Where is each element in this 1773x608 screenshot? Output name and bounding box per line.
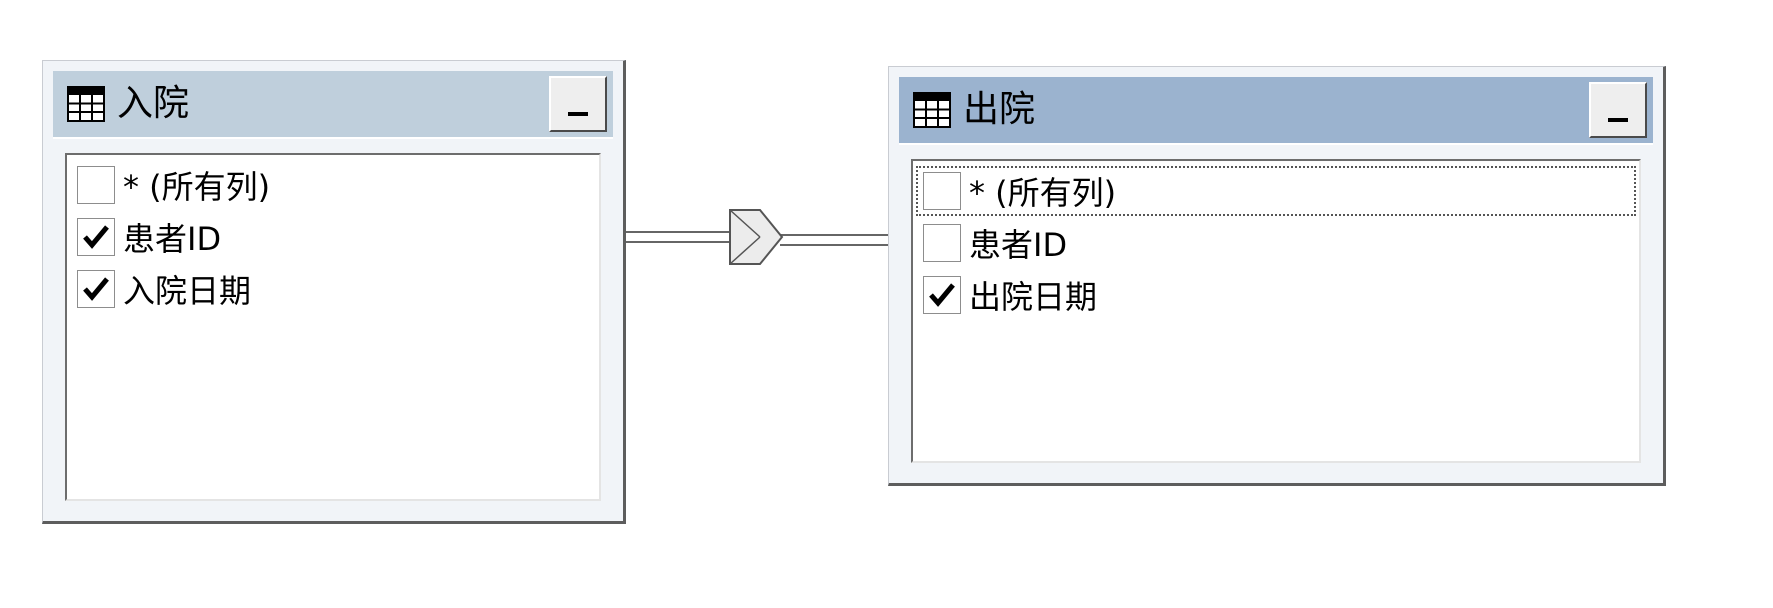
- column-checkbox[interactable]: [77, 166, 115, 204]
- column-list[interactable]: * (所有列) 患者ID 入院日期: [65, 153, 601, 501]
- title-bar[interactable]: 入院: [53, 71, 613, 139]
- checkmark-icon: [83, 277, 109, 301]
- column-label: 患者ID: [969, 226, 1068, 264]
- checkmark-icon: [83, 225, 109, 249]
- column-checkbox[interactable]: [923, 276, 961, 314]
- minimize-icon: [568, 112, 588, 116]
- column-row-admission-date[interactable]: 入院日期: [69, 263, 597, 315]
- table-title: 出院: [963, 89, 1036, 130]
- column-label: * (所有列): [123, 168, 271, 206]
- column-checkbox[interactable]: [923, 224, 961, 262]
- table-title: 入院: [117, 83, 190, 124]
- column-checkbox[interactable]: [923, 172, 961, 210]
- table-window-discharge[interactable]: 出院 * (所有列) 患者ID 出院日期: [888, 66, 1666, 486]
- column-label: 患者ID: [123, 220, 222, 258]
- column-row-discharge-date[interactable]: 出院日期: [915, 269, 1637, 321]
- checkmark-icon: [929, 283, 955, 307]
- minimize-button[interactable]: [1589, 82, 1647, 138]
- title-bar[interactable]: 出院: [899, 77, 1653, 145]
- column-row-all[interactable]: * (所有列): [915, 165, 1637, 217]
- column-label: 出院日期: [969, 278, 1098, 316]
- column-label: 入院日期: [123, 272, 252, 310]
- table-grid-icon: [913, 92, 951, 128]
- join-line-right: [780, 234, 888, 246]
- minimize-button[interactable]: [549, 76, 607, 132]
- join-line-left: [626, 231, 730, 243]
- column-row-patient-id[interactable]: 患者ID: [915, 217, 1637, 269]
- minimize-icon: [1608, 118, 1628, 122]
- column-checkbox[interactable]: [77, 218, 115, 256]
- column-row-all[interactable]: * (所有列): [69, 159, 597, 211]
- table-window-admission[interactable]: 入院 * (所有列) 患者ID 入院日期: [42, 60, 626, 524]
- column-label: * (所有列): [969, 174, 1117, 212]
- column-checkbox[interactable]: [77, 270, 115, 308]
- table-grid-icon: [67, 86, 105, 122]
- column-row-patient-id[interactable]: 患者ID: [69, 211, 597, 263]
- column-list[interactable]: * (所有列) 患者ID 出院日期: [911, 159, 1641, 463]
- join-diamond-icon[interactable]: [729, 209, 784, 265]
